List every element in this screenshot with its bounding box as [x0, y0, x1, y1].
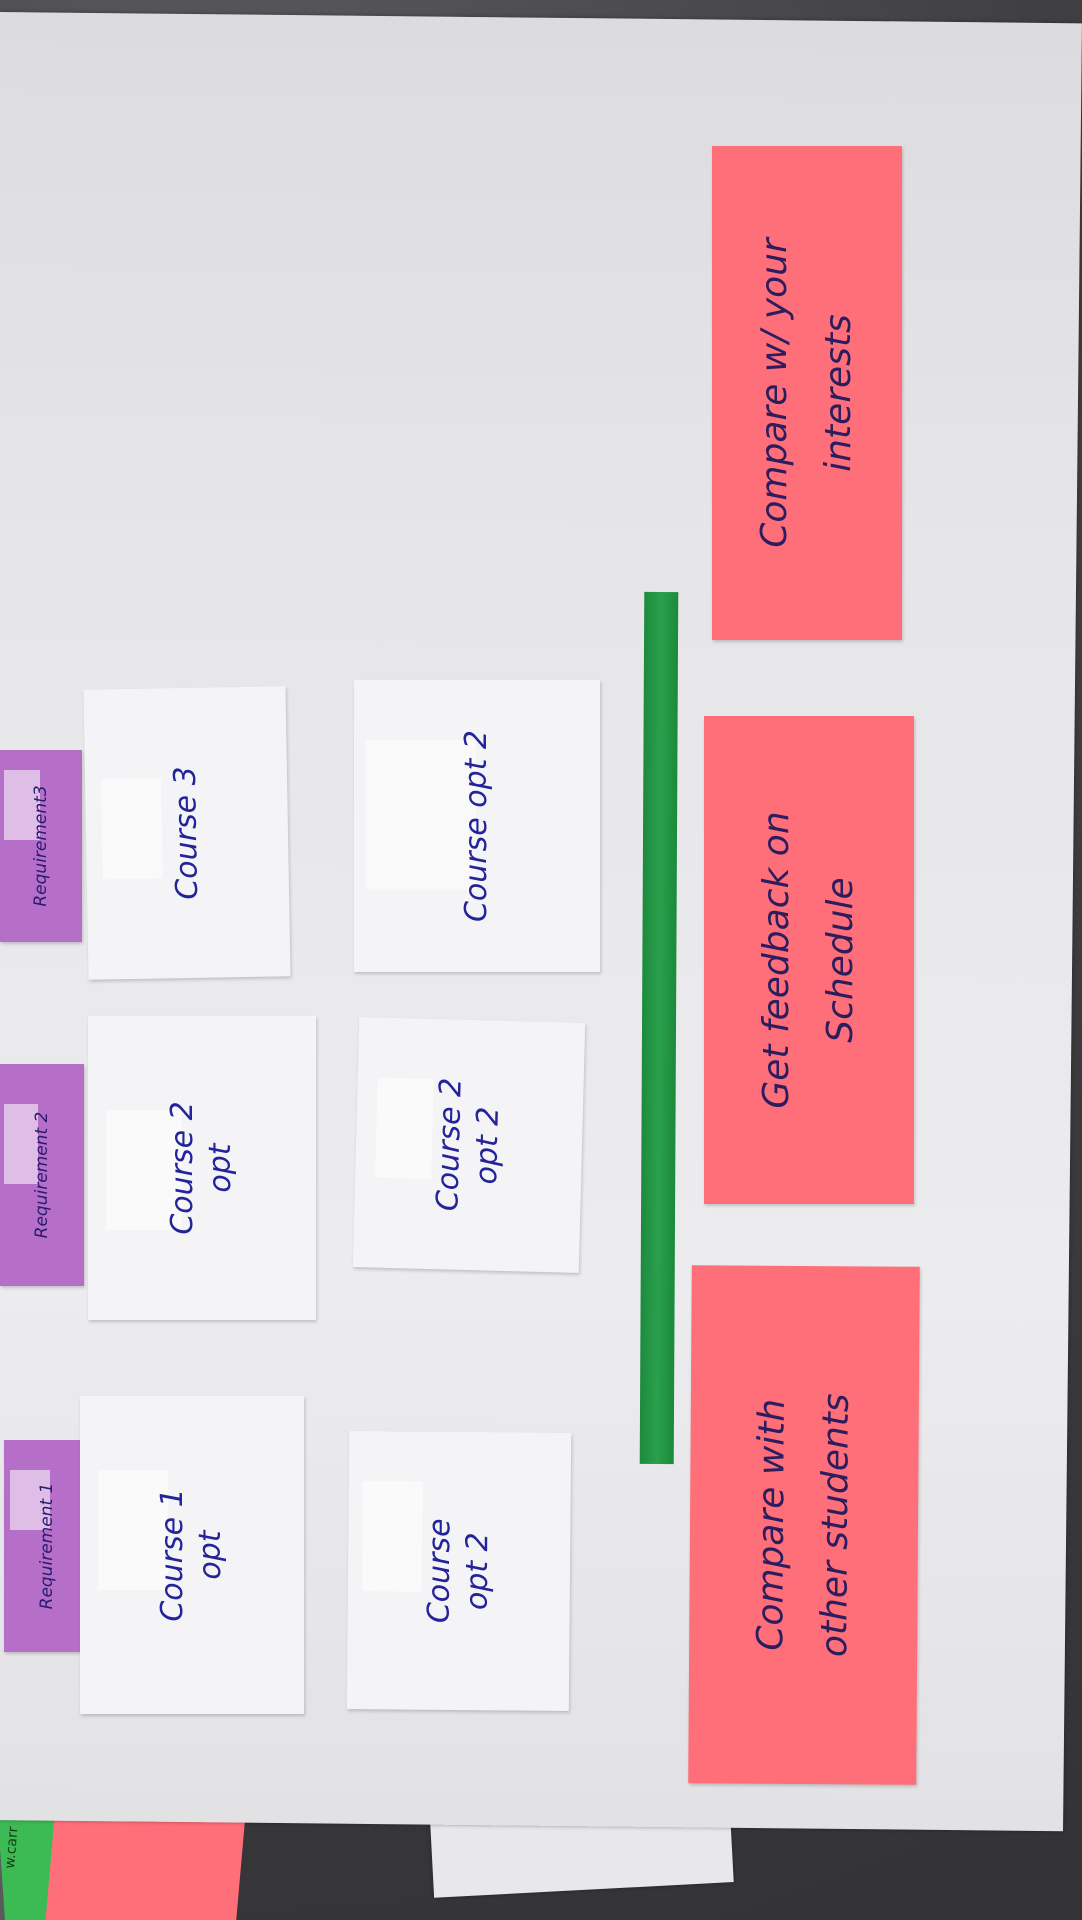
action-note-compare-students: Compare with other students [688, 1265, 920, 1785]
requirement-note-2: Requirement 2 [0, 1064, 84, 1286]
action-note-text: Get feedback on Schedule [745, 811, 873, 1108]
requirement-note-3: Requirement3 [0, 750, 82, 942]
course-line-1: Course [421, 1518, 458, 1624]
course-note-text: Course 2 opt [164, 1101, 240, 1234]
course-note-3: Course 3 [83, 686, 291, 980]
action-line-2: other students [814, 1393, 857, 1658]
course-note-text: Course opt 2 [458, 730, 496, 922]
course-line-2: opt 2 [459, 1532, 496, 1611]
tape [98, 1470, 168, 1590]
action-line-1: Get feedback on [756, 811, 797, 1109]
course-line-1: Course 3 [167, 766, 206, 900]
course-line-2: opt [193, 1530, 228, 1580]
requirement-note-1: Requirement 1 [4, 1440, 90, 1652]
tape [4, 1104, 38, 1184]
course-line-1: Course 1 [155, 1488, 190, 1622]
course-note-5: Course 2 opt 2 [352, 1017, 586, 1273]
tape [101, 778, 163, 880]
course-note-text: Course 3 [167, 766, 207, 900]
tape [4, 770, 40, 840]
course-line-1: Course 2 [165, 1101, 200, 1235]
tape [106, 1110, 182, 1230]
requirement-label: Requirement3 [31, 785, 51, 907]
action-note-text: Compare with other students [739, 1393, 869, 1658]
course-note-text: Course 2 opt 2 [429, 1077, 508, 1212]
course-line-1: Course opt 2 [459, 729, 494, 923]
course-note-1: Course 1 opt [80, 1396, 304, 1714]
course-line-2: opt 2 [468, 1106, 507, 1185]
action-note-feedback-schedule: Get feedback on Schedule [704, 716, 914, 1204]
tape [361, 1481, 423, 1592]
course-note-2: Course 2 opt [88, 1016, 316, 1320]
action-note-text: Compare w/ your interests [743, 238, 871, 548]
course-note-text: Course 1 opt [154, 1488, 230, 1621]
course-note-text: Course opt 2 [421, 1518, 498, 1623]
requirement-label: Requirement 1 [37, 1482, 57, 1610]
action-line-1: Compare with [750, 1398, 793, 1651]
green-divider-strip [639, 591, 679, 1465]
course-line-2: opt [203, 1143, 238, 1193]
course-line-1: Course 2 [430, 1077, 469, 1212]
action-line-2: interests [818, 314, 859, 472]
action-line-2: Schedule [820, 877, 861, 1043]
course-note-4: Course opt 2 [346, 1431, 572, 1711]
action-note-compare-interests: Compare w/ your interests [712, 146, 902, 640]
action-line-1: Compare w/ your [754, 238, 795, 548]
course-note-6: Course opt 2 [354, 680, 600, 972]
tape [375, 1077, 434, 1180]
tape [10, 1470, 50, 1530]
requirement-label: Requirement 2 [32, 1111, 52, 1239]
tape [366, 740, 476, 890]
